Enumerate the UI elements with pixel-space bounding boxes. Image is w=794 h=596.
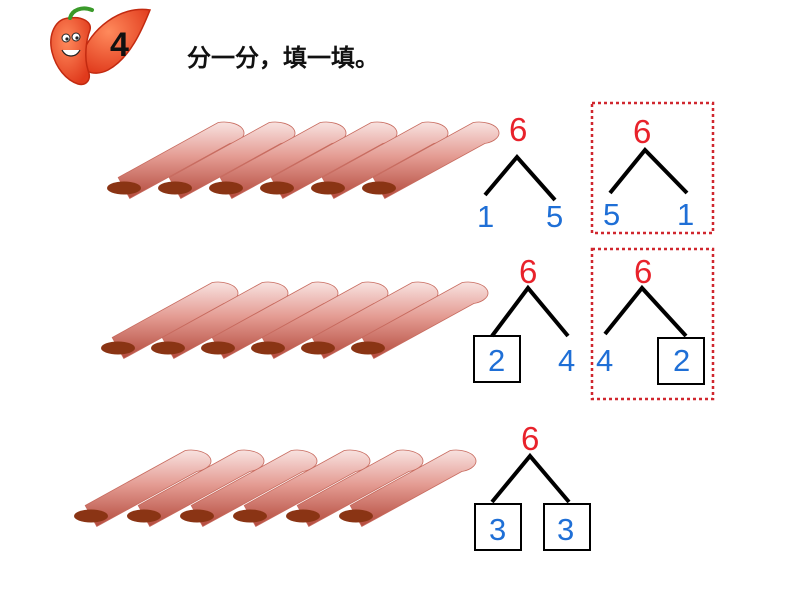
tree-right-part: 5: [546, 199, 563, 234]
counting-stick: [101, 281, 239, 360]
tree-left-part: 4: [596, 343, 613, 378]
tree-left-part: 1: [477, 199, 494, 234]
answer-box[interactable]: [473, 335, 521, 383]
exercise-number: 4: [110, 26, 129, 64]
counting-stick: [351, 281, 489, 360]
page-title: 分一分，填一填。: [187, 44, 379, 72]
tree-right-part: 3: [557, 512, 574, 547]
number-tree-2: 6 5 1: [603, 113, 694, 232]
counting-stick: [151, 281, 289, 360]
stick-rows: [74, 121, 500, 528]
tree-left-part: 5: [603, 197, 620, 232]
highlight-box-row1: [590, 101, 715, 235]
tree-left-part: 3: [489, 512, 506, 547]
number-tree-1: 6 1 5: [477, 111, 563, 234]
answer-box[interactable]: [474, 503, 522, 551]
tree-right-part: 4: [558, 343, 575, 378]
number-tree-5: 6 3 3: [474, 420, 591, 551]
number-tree-4: 6 4 2: [596, 253, 705, 385]
counting-stick: [180, 449, 318, 528]
stick-row-3: [74, 449, 477, 528]
counting-stick: [339, 449, 477, 528]
counting-stick: [362, 121, 500, 200]
tree-top-number: 6: [509, 111, 527, 148]
number-tree-3: 6 2 4: [473, 253, 575, 383]
answer-box[interactable]: [543, 503, 591, 551]
tree-left-part: 2: [488, 343, 505, 378]
counting-stick: [74, 449, 212, 528]
tree-top-number: 6: [634, 253, 652, 290]
chili-pepper-mascot-icon: [50, 6, 94, 86]
counting-stick: [127, 449, 265, 528]
tree-top-number: 6: [521, 420, 539, 457]
header-badge: 4: [50, 6, 152, 86]
counting-stick: [286, 449, 424, 528]
answer-box[interactable]: [657, 337, 705, 385]
highlight-box-row2: [590, 247, 715, 401]
stick-row-2: [101, 281, 489, 360]
tree-right-part: 1: [677, 197, 694, 232]
counting-stick: [209, 121, 347, 200]
stick-row-1: [107, 121, 500, 200]
tree-top-number: 6: [633, 113, 651, 150]
tree-right-part: 2: [673, 343, 690, 378]
tree-top-number: 6: [519, 253, 537, 290]
counting-stick: [233, 449, 371, 528]
